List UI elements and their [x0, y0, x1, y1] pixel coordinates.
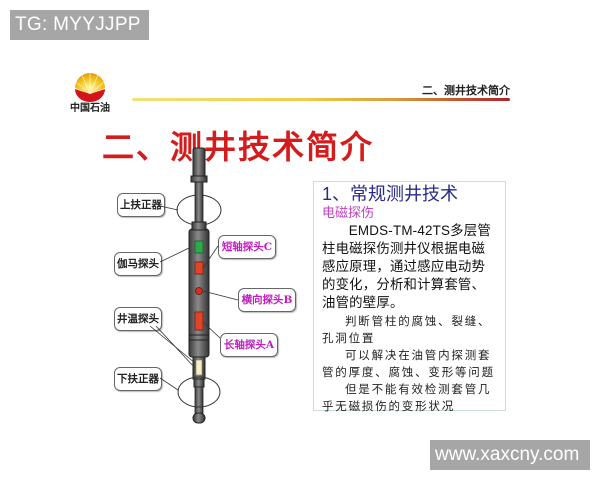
heading-number: 1: [322, 184, 333, 204]
logging-tool-diagram: 上扶正器 伽马探头 短轴探头C 横向探头B 井温探头 长轴探头A 下扶正器: [100, 170, 310, 430]
textbox-subheading: 电磁探伤: [322, 206, 375, 221]
callout-long-axis-probe-a: 长轴探头A: [220, 333, 278, 357]
watermark-top: TG: MYYJJPP: [10, 10, 149, 40]
watermark-bottom: www.xaxcny.com: [430, 440, 590, 470]
model-name: EMDS-TM-42TS: [348, 223, 451, 238]
body-text: 多层管柱电磁探伤测井仪根据电磁感应原理，通过感应电动势的变化，分析和计算套管、油…: [322, 224, 491, 311]
header-divider: [132, 98, 510, 101]
note-2: 可以解决在油管内探测套管的厚度、腐蚀、变形等问题: [322, 348, 495, 379]
textbox-body: EMDS-TM-42TS多层管柱电磁探伤测井仪根据电磁感应原理，通过感应电动势的…: [322, 222, 497, 313]
callout-short-axis-probe-c: 短轴探头C: [218, 235, 276, 259]
heading-text: 、常规测井技术: [332, 184, 459, 205]
logo-text: 中国石油: [70, 103, 110, 114]
callout-lower-centralizer: 下扶正器: [114, 367, 162, 391]
callout-gamma-probe: 伽马探头: [114, 252, 162, 276]
petrochina-logo-icon: [75, 73, 105, 102]
callout-transverse-probe-b: 横向探头B: [238, 288, 296, 312]
slide-title: 二、测井技术简介: [102, 128, 375, 166]
textbox-heading: 1、常规测井技术: [322, 184, 497, 205]
info-textbox: 1、常规测井技术 电磁探伤 EMDS-TM-42TS多层管柱电磁探伤测井仪根据电…: [313, 181, 506, 413]
callout-well-temp-probe: 井温探头: [114, 307, 162, 331]
note-1: 判断管柱的腐蚀、裂缝、孔洞位置: [322, 314, 492, 345]
note-3: 但是不能有效检测套管几乎无磁损伤的变形状况: [322, 382, 492, 413]
callout-upper-centralizer: 上扶正器: [117, 193, 165, 217]
header-section-title: 二、测井技术简介: [422, 84, 510, 97]
